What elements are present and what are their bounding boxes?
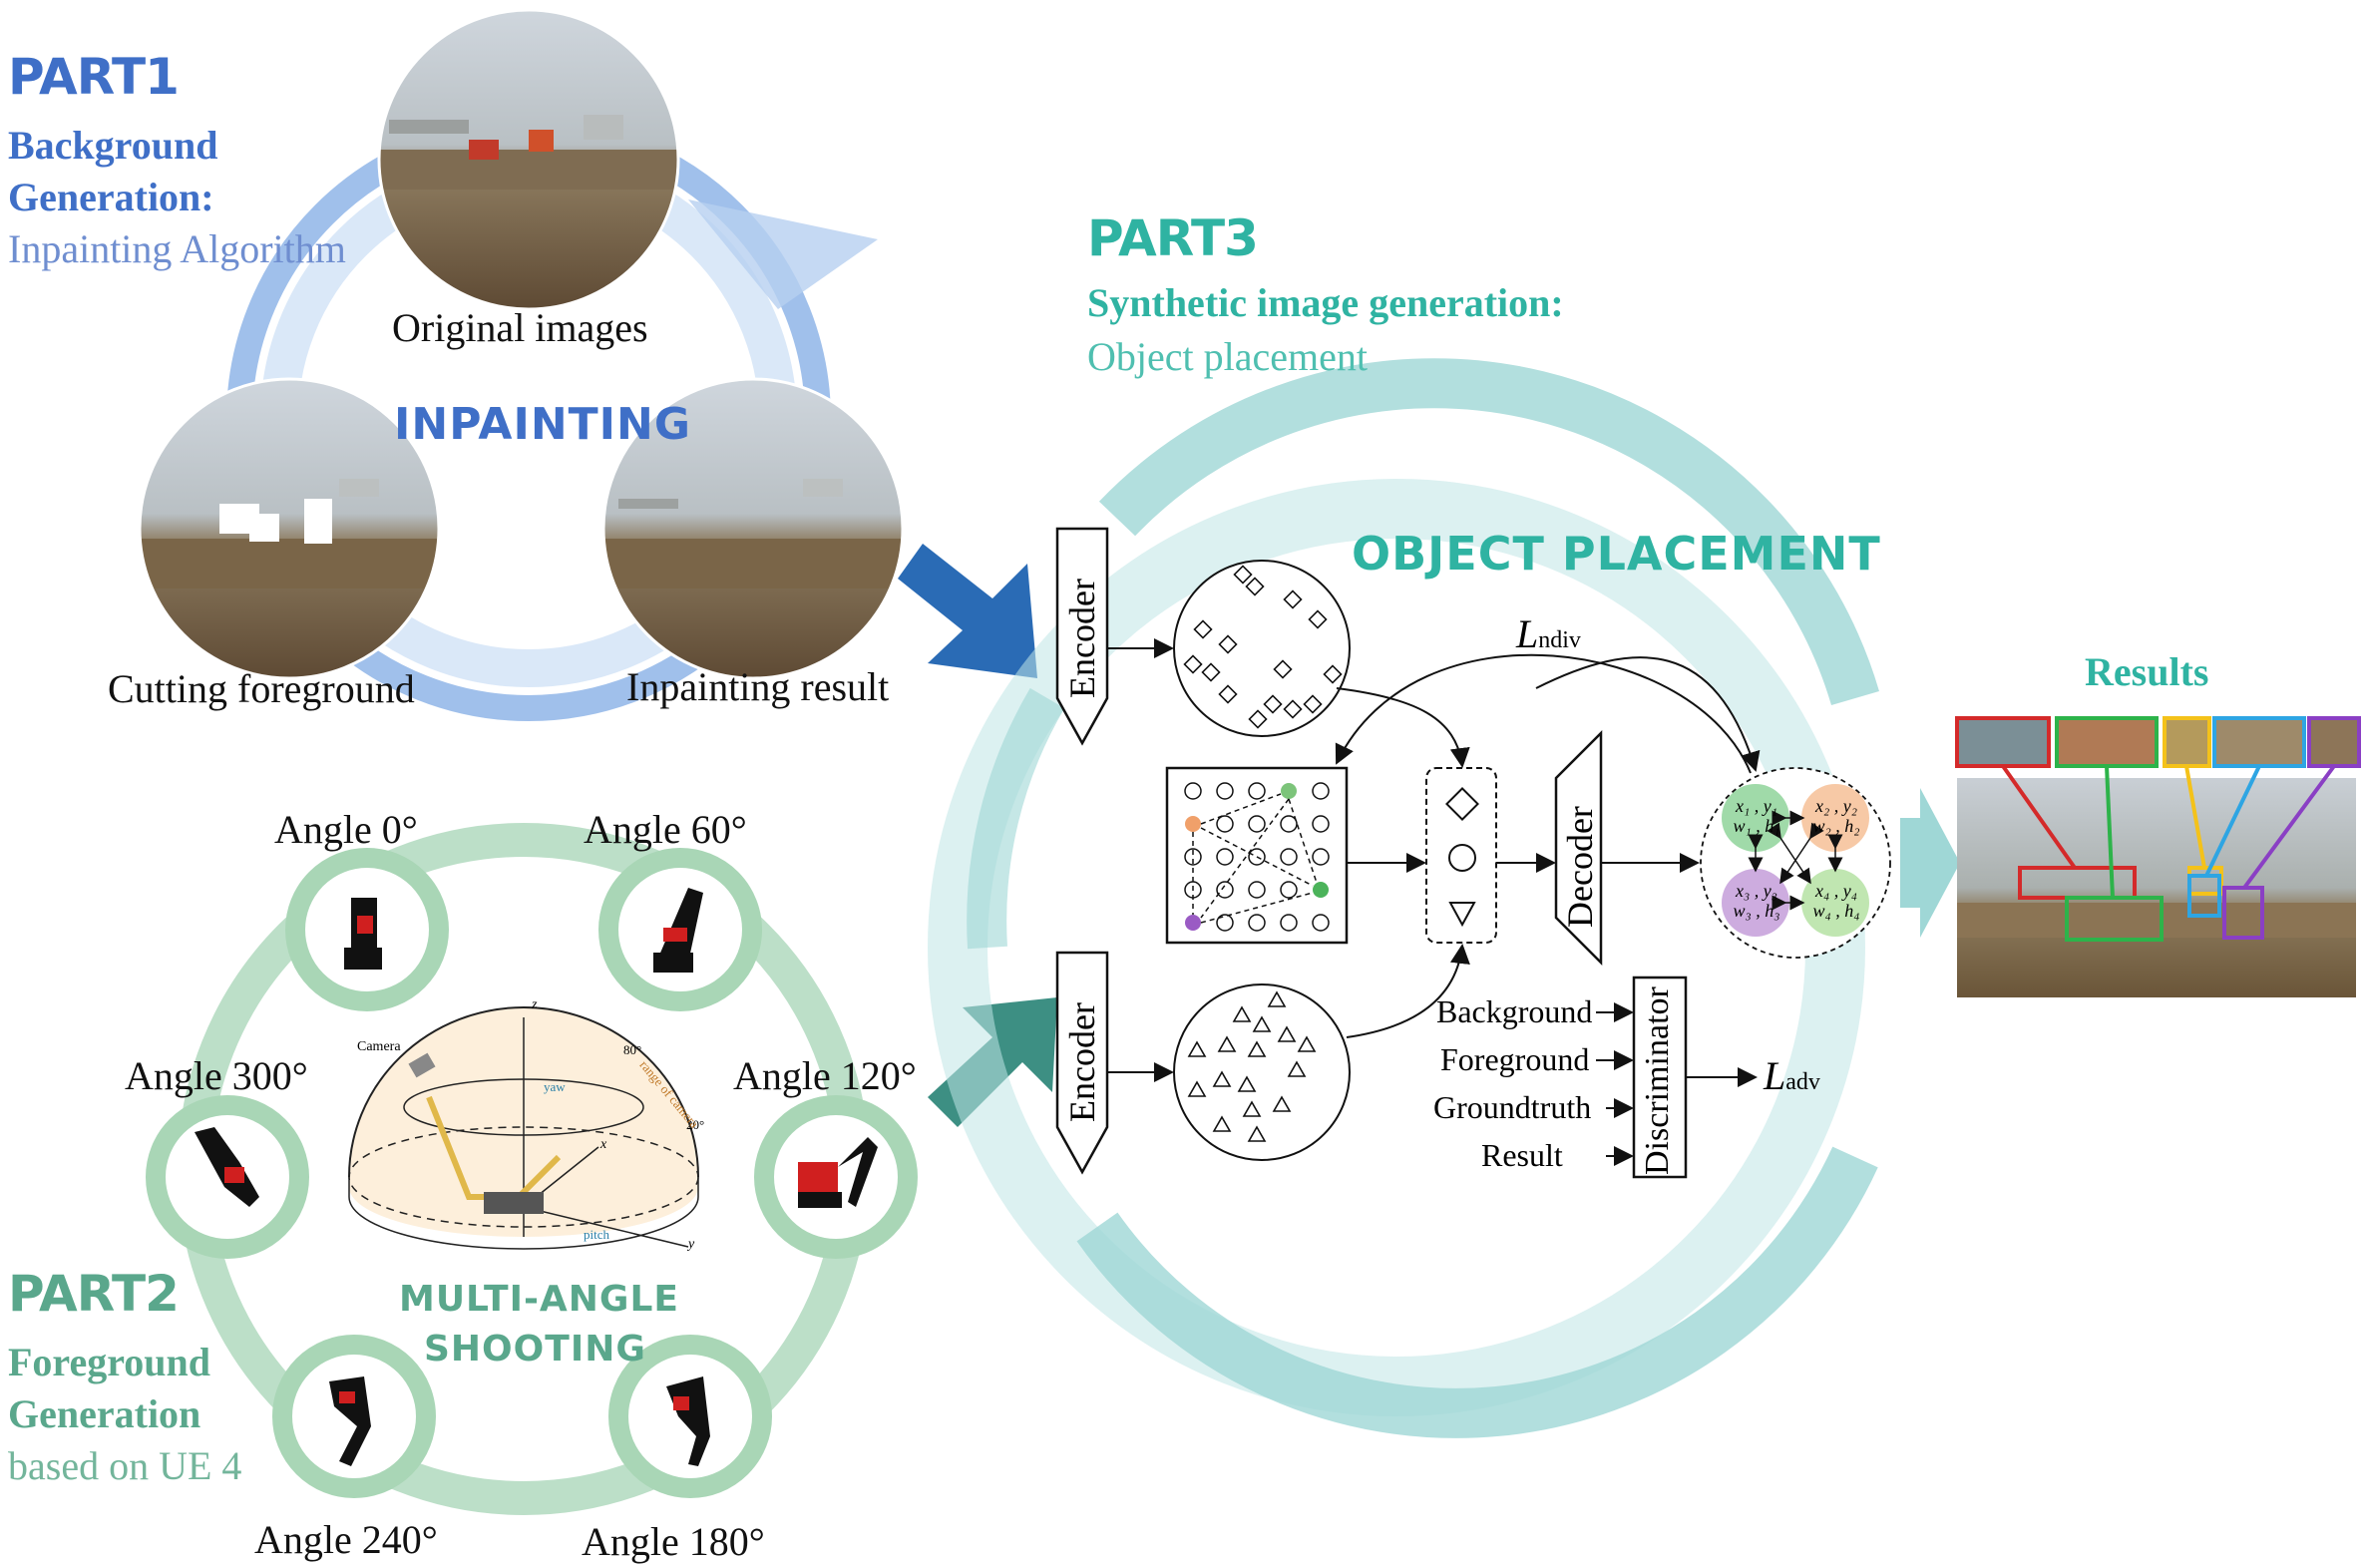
result-connectors — [2001, 764, 2336, 899]
disc-input-result: Result — [1481, 1137, 1563, 1173]
original-images-caption: Original images — [392, 305, 648, 350]
deg80-label: 80° — [623, 1042, 642, 1057]
original-image — [379, 10, 678, 309]
part1-subtitle-line2: Generation: — [8, 175, 214, 219]
angle-240-label: Angle 240° — [254, 1517, 438, 1562]
angle-180-label: Angle 180° — [582, 1519, 765, 1564]
disc-input-background: Background — [1436, 993, 1593, 1029]
shape-selector — [1425, 767, 1497, 944]
axis-y-label: y — [688, 1237, 695, 1252]
box-4-xy: x₄ , y₄ — [1815, 881, 1857, 901]
latent-diamonds — [1173, 560, 1351, 737]
angle-0-label: Angle 0° — [274, 807, 418, 852]
pitch-label: pitch — [584, 1227, 609, 1242]
inpainting-label: INPAINTING — [394, 399, 691, 450]
inpainting-result-image — [603, 379, 903, 678]
box-4-wh: w₄ , h₄ — [1812, 901, 1860, 921]
decoder-shape — [1554, 729, 1603, 967]
angle-240-view — [272, 1335, 436, 1498]
part1-subtitle-line1: Background — [8, 123, 218, 168]
angle-300-label: Angle 300° — [125, 1053, 308, 1098]
angle-120-label: Angle 120° — [733, 1053, 917, 1098]
part1-to-part3-arrow — [898, 544, 1037, 678]
angle-60-view — [598, 848, 762, 1011]
cycle-arrow-head — [688, 199, 878, 309]
camera-hemisphere-diagram — [348, 1006, 699, 1250]
latent-triangles — [1173, 983, 1351, 1161]
part2-method: based on UE 4 — [8, 1443, 242, 1488]
loss-ndiv-symbol: L — [1516, 611, 1539, 656]
result-scene — [1957, 778, 2356, 997]
encoder-top-shape — [1055, 527, 1109, 746]
loss-ndiv: Lndiv — [1516, 610, 1581, 657]
angle-300-view — [146, 1095, 309, 1259]
part3-subtitle: Synthetic image generation: — [1087, 280, 1564, 325]
loss-adv-subscript: adv — [1785, 1069, 1820, 1095]
part3-method: Object placement — [1087, 334, 1368, 379]
object-placement-label: OBJECT PLACEMENT — [1352, 527, 1881, 581]
box-3-wh: w₃ , h₃ — [1733, 901, 1780, 921]
angle-0-view — [285, 848, 449, 1011]
loss-adv-symbol: L — [1764, 1053, 1786, 1098]
loss-ndiv-subscript: ndiv — [1538, 627, 1581, 653]
angle-180-view — [608, 1335, 772, 1498]
angle-120-view — [754, 1095, 918, 1259]
box-1-wh: w₁ , h₁ — [1733, 816, 1780, 836]
discriminator-label: Discriminator — [1639, 986, 1676, 1175]
loss-adv: Ladv — [1764, 1052, 1820, 1099]
box-3-xy: x₃ , y₃ — [1736, 881, 1777, 901]
axis-z-label: z — [532, 997, 538, 1012]
box-1-xy: x₁ , y₁ — [1736, 796, 1777, 816]
disc-input-groundtruth: Groundtruth — [1433, 1089, 1592, 1125]
deg20-label: 20° — [686, 1117, 705, 1132]
disc-input-foreground: Foreground — [1440, 1041, 1590, 1077]
part1-title: PART1 — [8, 48, 180, 106]
multi-angle-label-line2: SHOOTING — [424, 1329, 646, 1370]
part2-subtitle-line1: Foreground — [8, 1340, 210, 1384]
box-2-xy: x₂ , y₂ — [1815, 796, 1857, 816]
angle-60-label: Angle 60° — [584, 807, 747, 852]
part2-title: PART2 — [8, 1265, 180, 1323]
results-title: Results — [2085, 649, 2209, 694]
camera-label: Camera — [357, 1039, 401, 1054]
part2-subtitle-line2: Generation — [8, 1391, 201, 1436]
encoder-bottom-shape — [1055, 951, 1109, 1175]
cutting-foreground-image — [140, 379, 439, 678]
encoder-top-label: Encoder — [1061, 579, 1102, 698]
part3-title: PART3 — [1087, 209, 1259, 267]
part1-method: Inpainting Algorithm — [8, 226, 346, 271]
result-thumbnails — [1955, 716, 2361, 768]
box-2-wh: w₂ , h₂ — [1812, 816, 1860, 836]
discriminator-shape — [1632, 976, 1688, 1179]
multi-angle-label-line1: MULTI-ANGLE — [399, 1279, 679, 1320]
inpainting-result-caption: Inpainting result — [626, 664, 890, 709]
decoder-label: Decoder — [1560, 806, 1600, 928]
results-arrow — [1900, 788, 1960, 938]
axis-x-label: x — [600, 1137, 607, 1152]
encoder-bottom-label: Encoder — [1061, 1002, 1102, 1122]
yaw-label: yaw — [544, 1079, 566, 1094]
cutting-foreground-caption: Cutting foreground — [108, 666, 415, 711]
